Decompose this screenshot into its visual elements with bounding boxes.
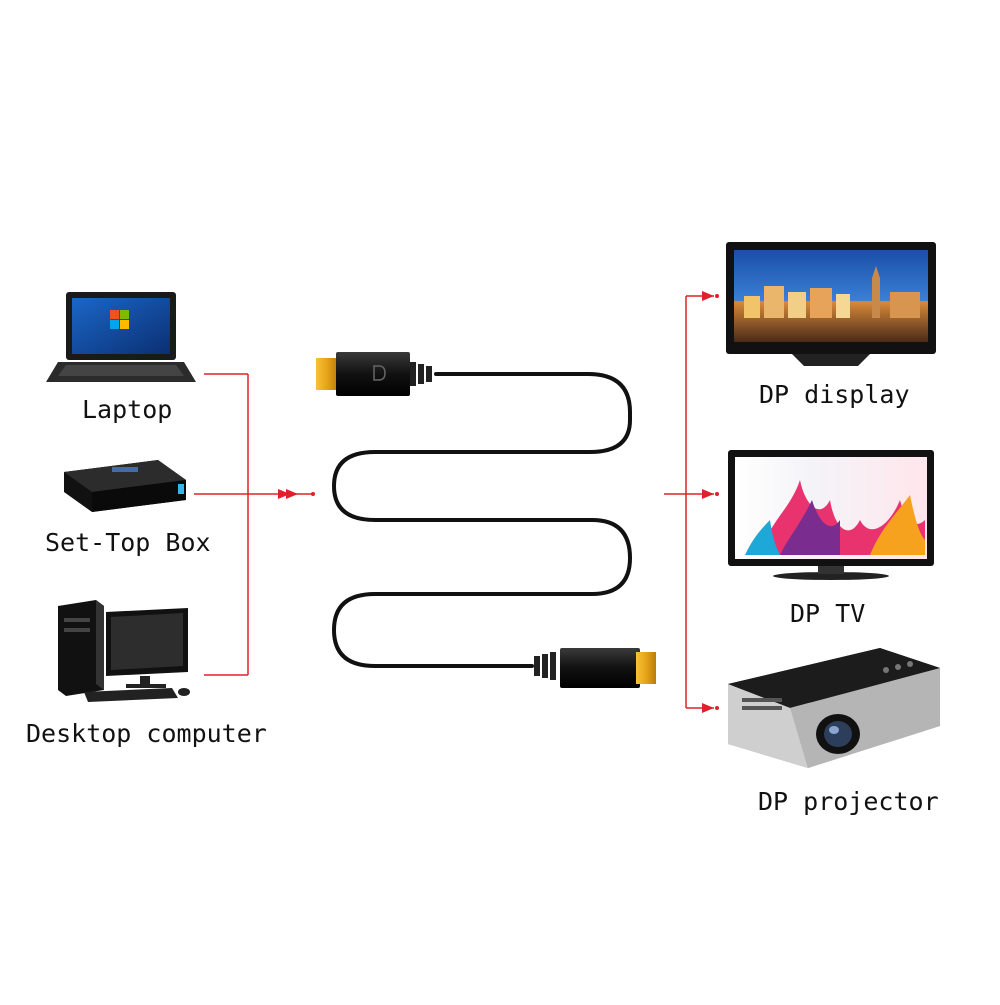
tv-icon xyxy=(728,450,934,580)
target-label-dp-display: DP display xyxy=(759,380,910,409)
source-label-laptop: Laptop xyxy=(82,395,173,424)
displayport-plug-bottom xyxy=(534,648,656,688)
desktop-computer-icon xyxy=(58,600,190,702)
source-connector-lines xyxy=(194,373,312,676)
target-connector-lines xyxy=(664,295,714,709)
monitor-icon xyxy=(726,242,936,366)
laptop-icon xyxy=(46,292,196,382)
target-label-dp-projector: DP projector xyxy=(758,787,939,816)
arrow-right-icon xyxy=(702,291,719,713)
displayport-cable-icon xyxy=(316,352,656,688)
source-label-set-top-box: Set-Top Box xyxy=(45,528,211,557)
source-label-desktop-computer: Desktop computer xyxy=(26,719,267,748)
displayport-plug-top xyxy=(316,352,432,396)
arrow-right-icon xyxy=(278,489,315,499)
set-top-box-icon xyxy=(64,460,186,512)
target-label-dp-tv: DP TV xyxy=(790,599,866,628)
projector-icon xyxy=(728,648,940,768)
